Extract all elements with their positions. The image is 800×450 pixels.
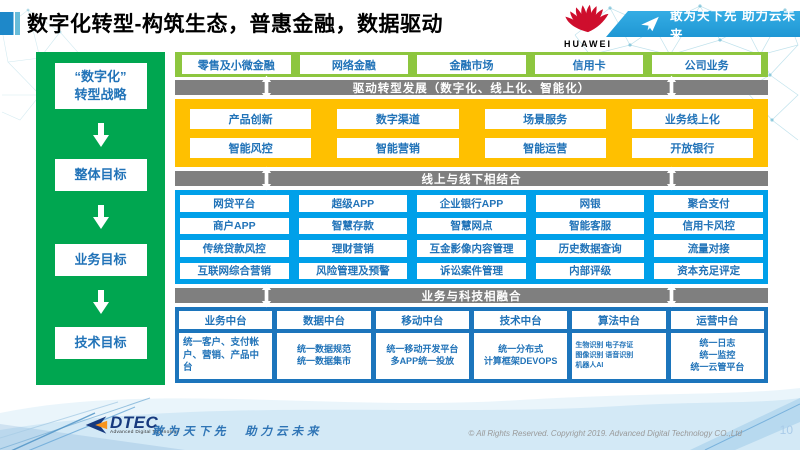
platform-title: 业务中台 (179, 311, 273, 329)
scenario-box: 智慧网点 (417, 217, 526, 234)
transformation-box: 开放银行 (631, 138, 753, 158)
platform-title: 算法中台 (572, 311, 666, 329)
title-accent-mark (0, 12, 20, 35)
page-title: 数字化转型-构筑生态，普惠金融，数据驱动 (27, 13, 443, 36)
platform-column-algorithm: 算法中台 生物识别 电子存证 图像识别 语音识别 机器人AI (572, 311, 666, 379)
business-line-box: 网络金融 (299, 55, 409, 74)
scenario-box: 诉讼案件管理 (417, 262, 526, 279)
dtec-logo: DTEC Advanced Digital Technology (84, 413, 180, 435)
scenario-box: 网贷平台 (180, 195, 289, 212)
transformation-box: 智能营销 (337, 138, 459, 158)
down-arrow-icon (92, 121, 109, 149)
slogan-banner-text: 敢为天下先 助力云未来 (670, 9, 796, 42)
scenario-box: 企业银行APP (417, 195, 526, 212)
updown-arrow-icon (261, 165, 272, 192)
scenario-box: 理财营销 (298, 240, 408, 257)
online-offline-banner-text: 线上与线下相结合 (421, 173, 522, 186)
transformation-box: 智能风控 (190, 138, 312, 158)
scenario-box: 智能客服 (535, 217, 645, 234)
platform-title: 技术中台 (474, 311, 568, 329)
paper-plane-icon (640, 16, 660, 32)
platform-content: 生物识别 电子存证 图像识别 语音识别 机器人AI (572, 333, 666, 379)
business-tech-fusion-banner-text: 业务与科技相融合 (421, 290, 522, 303)
business-lines-row: 零售及小微金融 网络金融 金融市场 信用卡 公司业务 (175, 52, 768, 77)
scenario-box: 商户APP (180, 217, 289, 234)
platform-title: 数据中台 (277, 311, 371, 329)
scenario-box: 互金影像内容管理 (417, 240, 526, 257)
business-line-box: 公司业务 (652, 55, 761, 74)
scenario-box: 网银 (535, 195, 645, 212)
diagram-main: 零售及小微金融 网络金融 金融市场 信用卡 公司业务 驱动转型发展（数字化、线上… (175, 52, 768, 383)
platform-content: 统一移动开发平台 多APP统一投放 (375, 333, 469, 379)
business-tech-fusion-banner: 业务与科技相融合 (175, 283, 768, 308)
business-line-box: 零售及小微金融 (182, 55, 291, 74)
online-offline-banner: 线上与线下相结合 (175, 166, 768, 191)
dtec-wordmark: DTEC (110, 413, 159, 432)
scenario-box: 智慧存款 (298, 217, 408, 234)
down-arrow-icon (92, 203, 109, 231)
scenario-box: 聚合支付 (654, 195, 763, 212)
drive-transform-banner-text: 驱动转型发展（数字化、线上化、智能化） (352, 82, 591, 95)
business-line-box: 信用卡 (534, 55, 644, 74)
platform-title: 运营中台 (670, 311, 764, 329)
scenario-box: 传统贷款风控 (180, 240, 289, 257)
huawei-logo: HUAWEI (562, 3, 614, 49)
scenario-grid: 网贷平台 超级APP 企业银行APP 网银 聚合支付 商户APP 智慧存款 智慧… (175, 190, 768, 284)
updown-arrow-icon (261, 282, 272, 309)
business-line-box: 金融市场 (417, 55, 526, 74)
platform-content: 统一客户、支付帐户、营销、产品中台 (179, 333, 273, 379)
scenario-box: 内部评级 (535, 262, 645, 279)
huawei-flower-icon (565, 4, 609, 33)
transformation-box: 数字渠道 (337, 109, 459, 129)
scenario-box: 资本充足评定 (654, 262, 763, 279)
updown-arrow-icon (261, 74, 272, 101)
updown-arrow-icon (666, 165, 677, 192)
drive-transform-banner: 驱动转型发展（数字化、线上化、智能化） (175, 75, 768, 100)
transformation-box: 业务线上化 (631, 109, 753, 129)
dtec-arrow-icon (85, 416, 108, 434)
dtec-subtitle: Advanced Digital Technology (110, 430, 180, 435)
platform-grid: 业务中台 统一客户、支付帐户、营销、产品中台 数据中台 统一数据规范 统一数据集… (175, 307, 768, 383)
platform-column-data: 数据中台 统一数据规范 统一数据集市 (277, 311, 371, 379)
scenario-box: 流量对接 (654, 240, 763, 257)
transformation-box: 场景服务 (484, 109, 606, 129)
platform-column-business: 业务中台 统一客户、支付帐户、营销、产品中台 (179, 311, 273, 379)
slogan-banner: 敢为天下先 助力云未来 (606, 11, 800, 37)
platform-title: 移动中台 (375, 311, 469, 329)
scenario-box: 超级APP (298, 195, 408, 212)
sidebar-item-strategy: “数字化” 转型战略 (54, 63, 147, 109)
platform-content: 统一分布式 计算框架DEVOPS (474, 333, 568, 379)
sidebar-item-tech-goal: 技术目标 (54, 327, 147, 359)
footer-slogan: 敢为天下先 助力云未来 (152, 426, 323, 438)
platform-column-mobile: 移动中台 统一移动开发平台 多APP统一投放 (375, 311, 469, 379)
platform-content: 统一数据规范 统一数据集市 (277, 333, 371, 379)
scenario-box: 互联网综合营销 (180, 262, 289, 279)
strategy-sidebar: “数字化” 转型战略 整体目标 业务目标 技术目标 (36, 52, 165, 385)
sidebar-item-business-goal: 业务目标 (54, 244, 147, 276)
scenario-box: 风险管理及预警 (298, 262, 408, 279)
updown-arrow-icon (666, 282, 677, 309)
transformation-grid: 产品创新 数字渠道 场景服务 业务线上化 智能风控 智能营销 智能运营 开放银行 (175, 99, 768, 167)
sidebar-item-overall-goal: 整体目标 (54, 159, 147, 191)
updown-arrow-icon (666, 74, 677, 101)
transformation-box: 产品创新 (190, 109, 312, 129)
platform-column-operation: 运营中台 统一日志 统一监控 统一云管平台 (670, 311, 764, 379)
huawei-wordmark: HUAWEI (564, 39, 612, 49)
scenario-box: 历史数据查询 (535, 240, 645, 257)
transformation-box: 智能运营 (484, 138, 606, 158)
down-arrow-icon (92, 288, 109, 316)
scenario-box: 信用卡风控 (654, 217, 763, 234)
platform-content: 统一日志 统一监控 统一云管平台 (670, 333, 764, 379)
page-number: 10 (779, 423, 793, 437)
copyright-text: © All Rights Reserved. Copyright 2019. A… (468, 429, 742, 438)
platform-column-tech: 技术中台 统一分布式 计算框架DEVOPS (474, 311, 568, 379)
